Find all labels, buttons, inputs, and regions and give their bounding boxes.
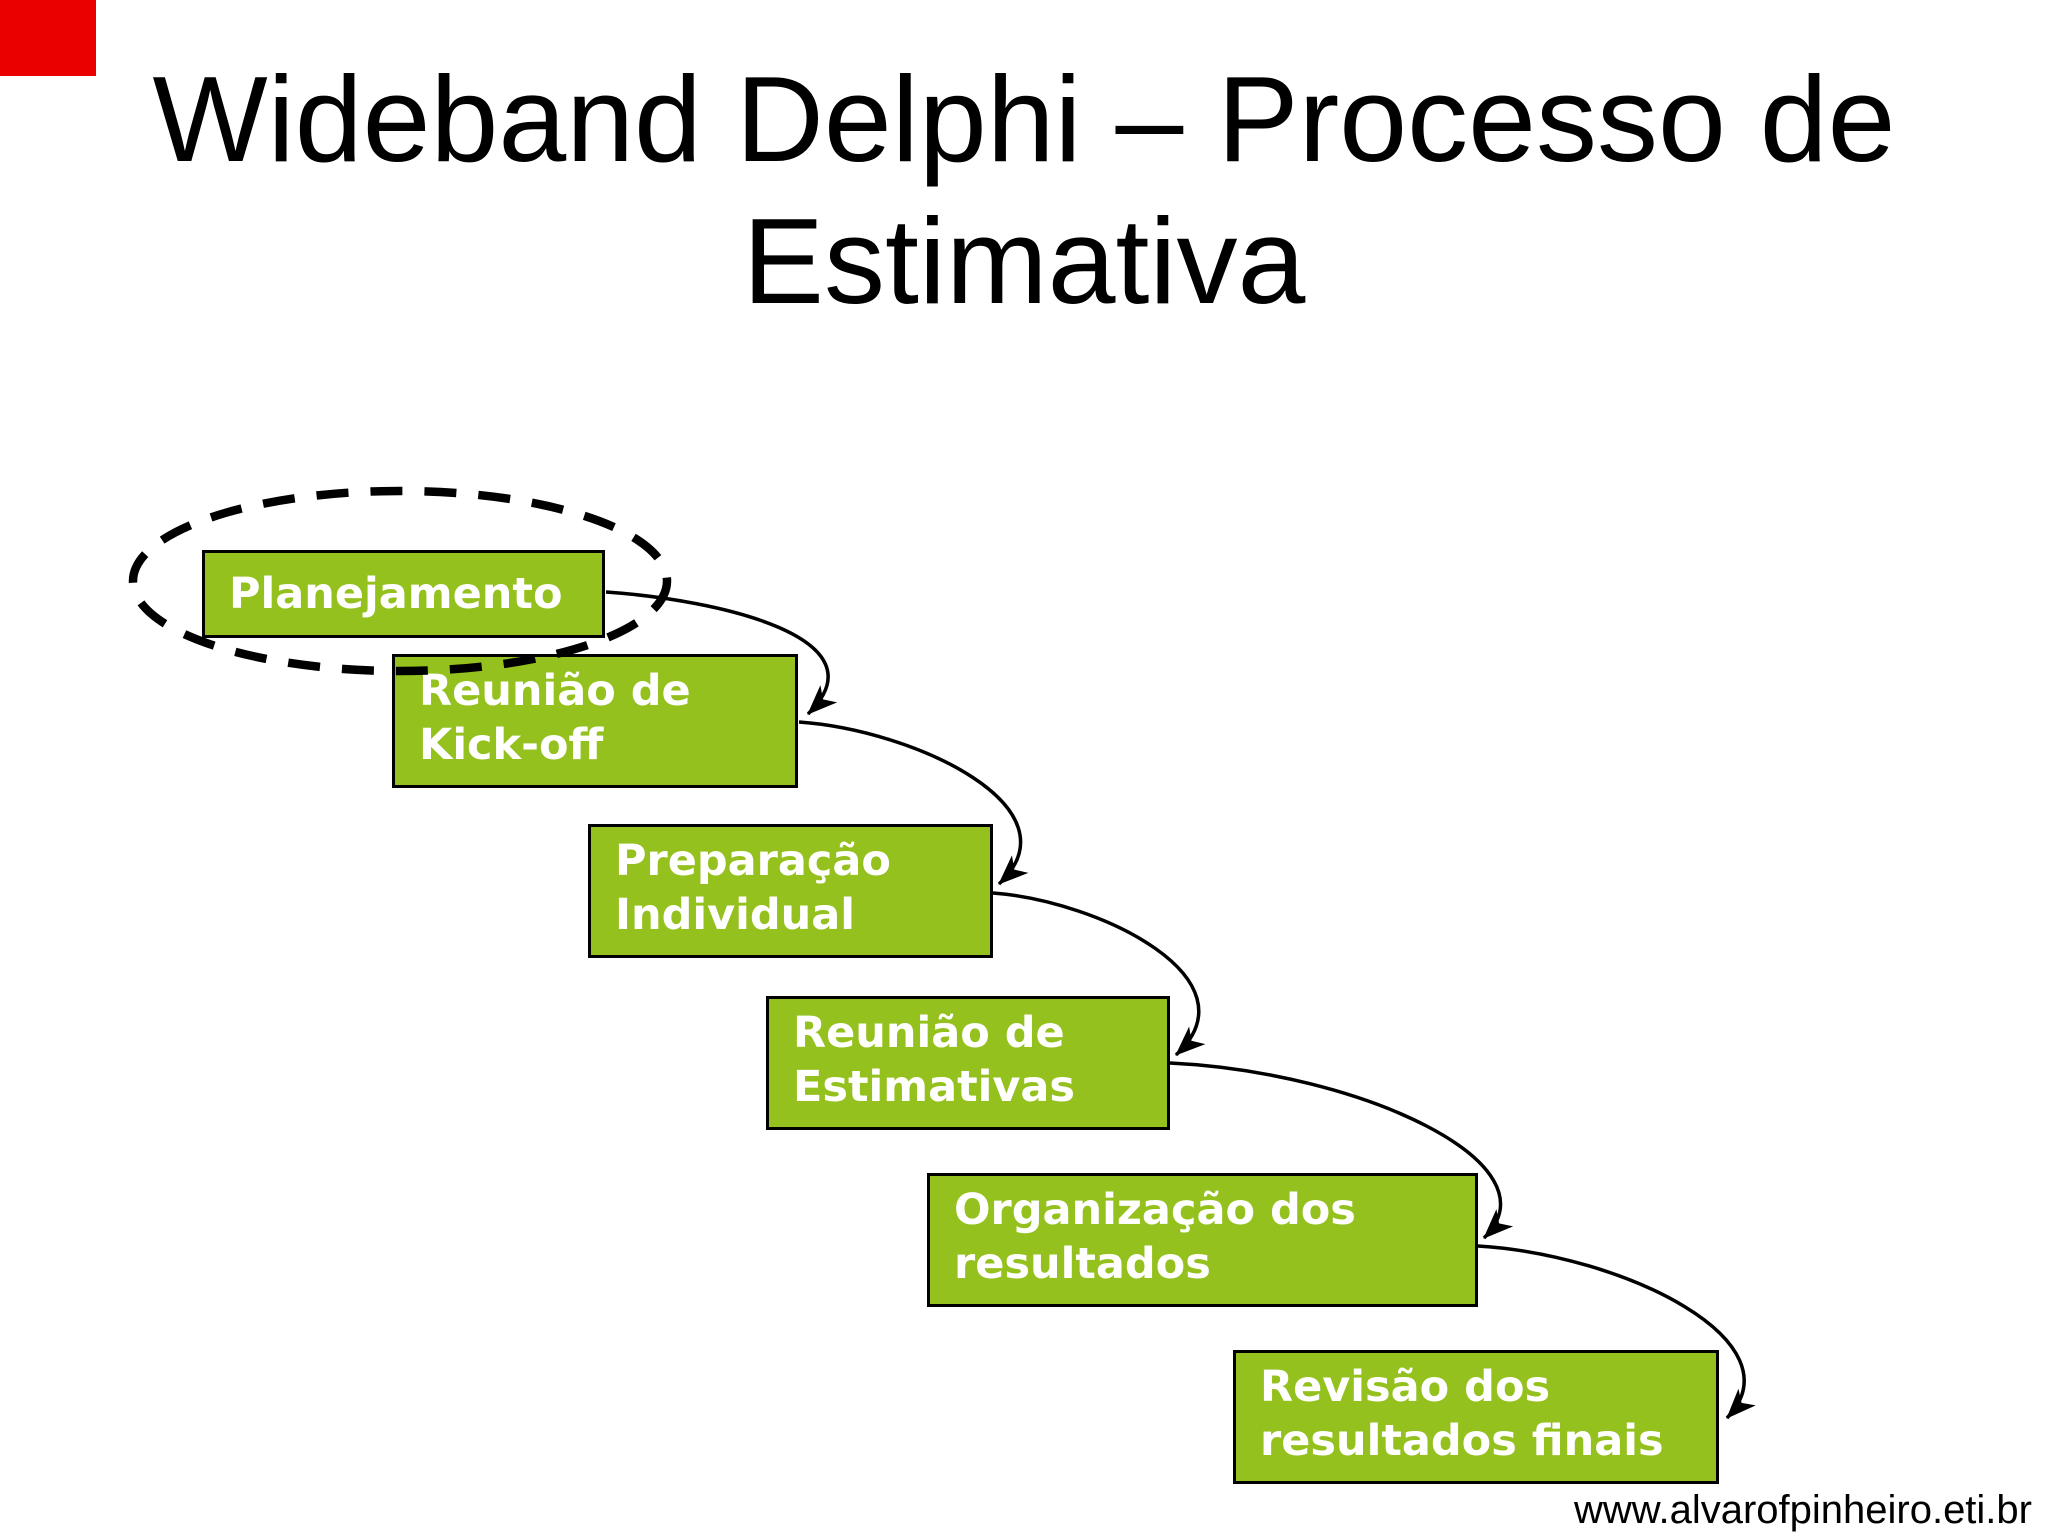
step-label: Reunião de Estimativas — [793, 1008, 1076, 1112]
step-box-preparacao-individual: Preparação Individual — [588, 824, 993, 958]
red-corner-marker — [0, 0, 96, 76]
step-box-reuniao-estimativas: Reunião de Estimativas — [766, 996, 1170, 1130]
slide-title: Wideband Delphi – Processo de Estimativa — [0, 48, 2048, 332]
step-label: Reunião de Kick-off — [419, 666, 691, 770]
title-line-2: Estimativa — [742, 193, 1306, 329]
footer-url: www.alvarofpinheiro.eti.br — [1574, 1488, 2032, 1532]
step-label: Preparação Individual — [615, 836, 891, 940]
step-box-reuniao-kickoff: Reunião de Kick-off — [392, 654, 798, 788]
step-label: Planejamento — [229, 569, 563, 619]
step-box-organizacao-resultados: Organização dos resultados — [927, 1173, 1478, 1307]
title-line-1: Wideband Delphi – Processo de — [152, 51, 1896, 187]
step-label: Organização dos resultados — [954, 1185, 1356, 1289]
step-box-planejamento: Planejamento — [202, 550, 605, 638]
step-label: Revisão dos resultados finais — [1260, 1362, 1664, 1466]
step-box-revisao-resultados-finais: Revisão dos resultados finais — [1233, 1350, 1719, 1484]
